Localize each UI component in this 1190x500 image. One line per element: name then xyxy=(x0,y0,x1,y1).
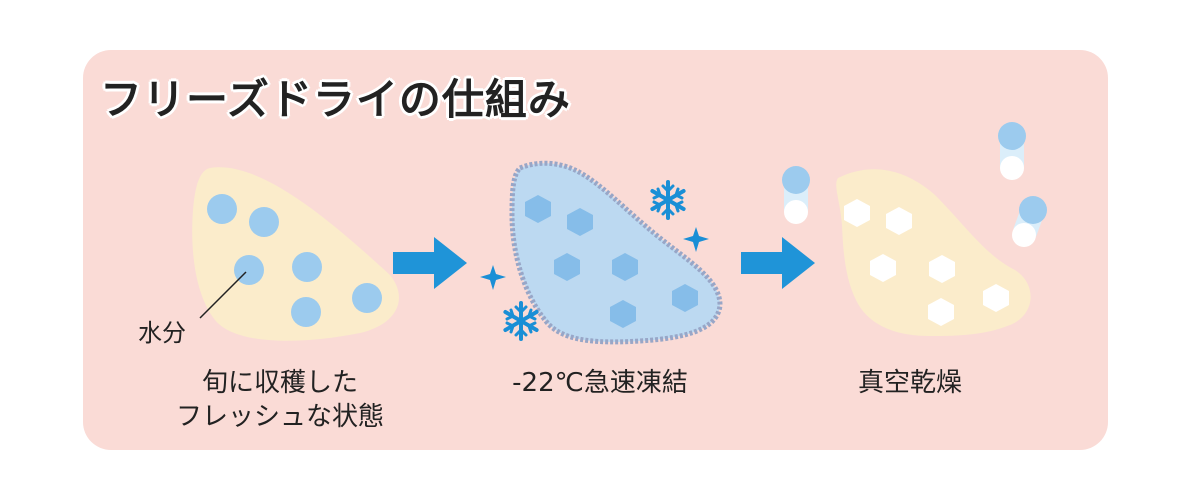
evaporating-drop xyxy=(998,122,1026,180)
hexagon-icon xyxy=(525,195,551,223)
fresh-fruit-shape xyxy=(192,167,399,341)
stage-caption-fresh: 旬に収穫した フレッシュな状態 xyxy=(150,366,410,434)
hexagon-icon xyxy=(983,284,1009,312)
hexagon-icon xyxy=(844,199,870,227)
diagram-title: フリーズドライの仕組み xyxy=(100,75,571,124)
water-drops xyxy=(207,194,382,327)
water-drop-icon xyxy=(352,283,382,313)
stage-caption-vacuum-dry: 真空乾燥 xyxy=(810,366,1010,400)
water-drop-icon xyxy=(291,297,321,327)
sparkle-icon xyxy=(683,227,709,252)
water-drop-icon xyxy=(249,207,279,237)
hexagon-icon xyxy=(928,298,954,326)
frozen-fruit-shape xyxy=(509,160,723,345)
annotation-leader-line xyxy=(199,271,247,319)
water-label: 水分 xyxy=(138,319,186,347)
hexagon-icon xyxy=(672,284,698,312)
hexagon-icon xyxy=(929,255,955,283)
arrow-right-icon xyxy=(741,237,815,289)
hexagon-icon xyxy=(554,253,580,281)
hexagon-icon xyxy=(612,253,638,281)
caption-line: 旬に収穫した xyxy=(201,368,358,398)
snowflake-icon xyxy=(650,180,686,220)
hexagon-icon xyxy=(567,208,593,236)
water-drop-icon xyxy=(207,194,237,224)
evaporating-drop xyxy=(782,166,810,224)
hexagon-icon xyxy=(870,254,896,282)
caption-line: フレッシュな状態 xyxy=(175,402,384,432)
snowflake-icon xyxy=(503,301,539,341)
caption-line: -22℃急速凍結 xyxy=(512,368,688,398)
caption-line: 真空乾燥 xyxy=(857,368,962,398)
voids xyxy=(844,199,1009,326)
stage-caption-freeze: -22℃急速凍結 xyxy=(470,366,730,400)
arrow-right-icon xyxy=(393,237,467,289)
hexagon-icon xyxy=(886,207,912,235)
hexagon-icon xyxy=(610,300,636,328)
dried-fruit-shape xyxy=(836,169,1031,336)
sparkle-icon xyxy=(480,265,506,290)
ice-crystals xyxy=(525,195,698,328)
water-drop-icon xyxy=(292,252,322,282)
evaporating-drop xyxy=(1012,196,1047,247)
